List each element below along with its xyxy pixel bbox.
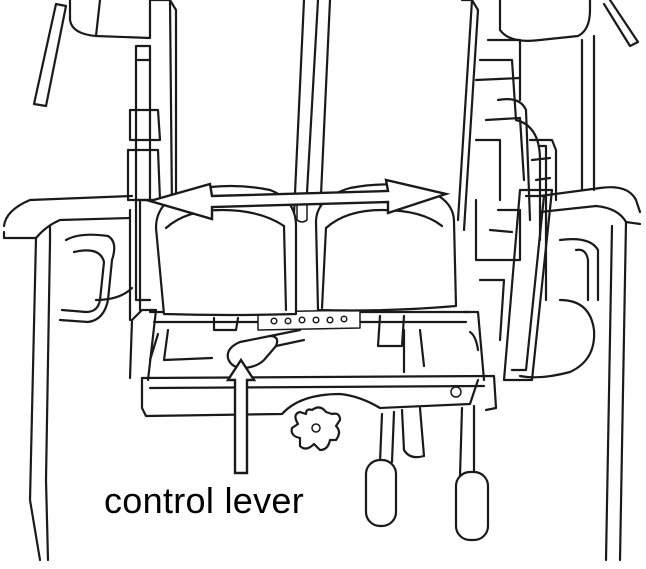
lower-crossbar (128, 308, 498, 418)
right-roller-post (456, 0, 480, 232)
right-side-rail (518, 186, 642, 562)
horizontal-double-arrow-icon (145, 178, 451, 221)
left-upright (126, 44, 162, 322)
callout-label: control lever (104, 480, 304, 521)
left-roller-post (148, 0, 178, 212)
right-handle-grip (454, 470, 490, 542)
upper-frame (32, 0, 640, 192)
left-roller-pad (154, 184, 298, 317)
left-side-rail (2, 194, 134, 562)
left-handle-grip (364, 458, 398, 528)
lower-posts (364, 404, 490, 542)
star-knob (290, 406, 342, 452)
right-clamp-mechanism (474, 38, 558, 382)
up-arrow-icon (225, 357, 257, 475)
